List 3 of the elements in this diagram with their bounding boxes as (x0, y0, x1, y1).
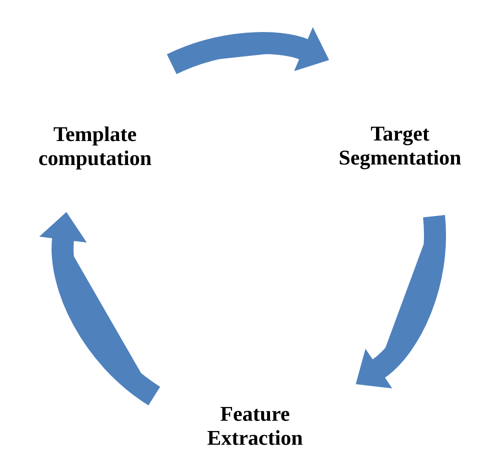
step-label: Template computation (39, 126, 152, 170)
step-label: Feature Extraction (208, 407, 302, 445)
step-label: Target Segmentation (340, 126, 461, 170)
